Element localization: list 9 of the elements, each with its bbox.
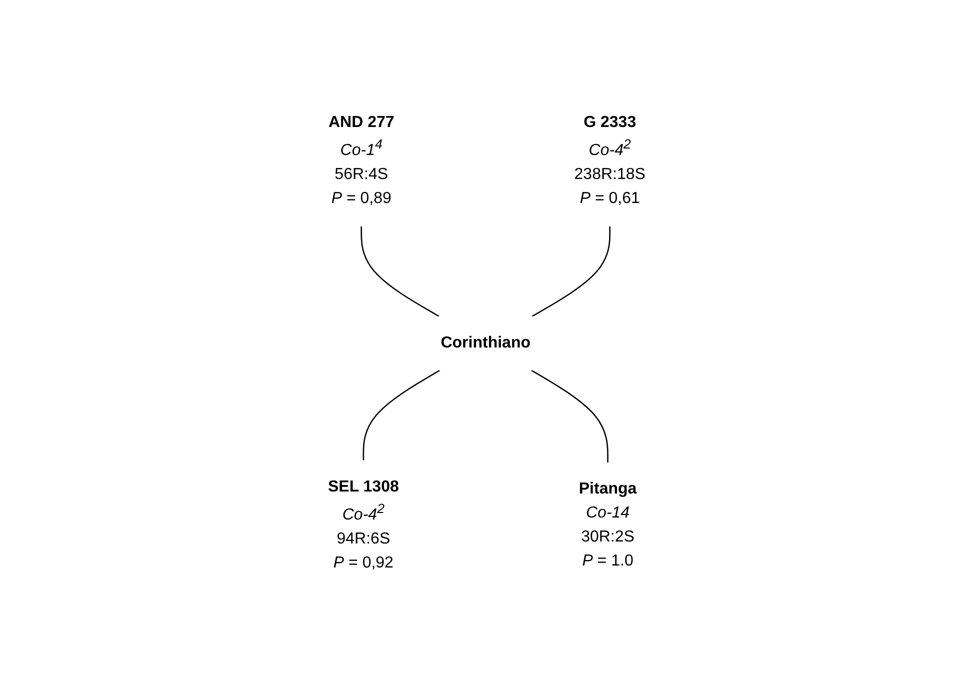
connector: [530, 370, 608, 463]
connector: [362, 370, 440, 460]
node-text: Pitanga Co-14 30R:2S P = 1.0: [578, 480, 636, 570]
connector: [532, 226, 610, 318]
node-text: G 2333 Co-4$^{2}$ 238R:18S P = 0,61: [574, 114, 646, 208]
node-text: SEL 1308 Co-4$^{2}$ 94R:6S P = 0,92: [328, 478, 399, 572]
connector: [360, 226, 440, 318]
node-text: AND 277 Co-1$^{4}$ 56R:4S P = 0,89: [328, 114, 394, 208]
node-text: Corinthiano: [440, 334, 530, 352]
